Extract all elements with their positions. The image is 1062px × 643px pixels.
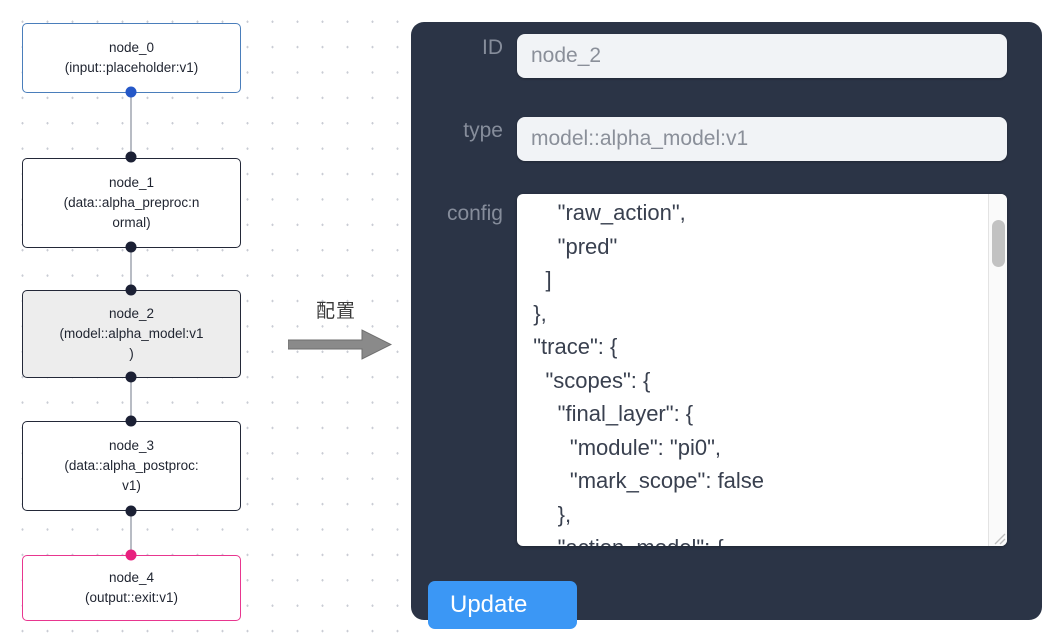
graph-node-label: node_0 (input::placeholder:v1) <box>64 40 199 75</box>
id-input[interactable] <box>517 34 1007 78</box>
edge-node0-node1 <box>130 92 132 158</box>
graph-node-node_3[interactable]: node_3 (data::alpha_postproc: v1) <box>22 421 241 511</box>
port-node_1-output[interactable] <box>125 241 137 253</box>
config-field-label: config <box>446 202 503 225</box>
transform-arrow-group: 配置 <box>288 296 398 360</box>
type-input[interactable] <box>517 117 1007 161</box>
graph-node-label: node_3 (data::alpha_postproc: v1) <box>64 438 199 493</box>
graph-node-node_2[interactable]: node_2 (model::alpha_model:v1 ) <box>22 290 241 378</box>
node-config-panel: ID type config Update <box>411 22 1042 629</box>
field-row-id: ID <box>421 34 1007 78</box>
config-scrollbar-thumb[interactable] <box>992 220 1005 267</box>
graph-node-node_1[interactable]: node_1 (data::alpha_preproc:n ormal) <box>22 158 241 248</box>
resize-grip-icon[interactable] <box>990 529 1006 545</box>
right-arrow-icon <box>288 329 392 360</box>
config-textarea[interactable] <box>517 194 989 546</box>
graph-node-node_4[interactable]: node_4 (output::exit:v1) <box>22 555 241 621</box>
type-field-label: type <box>463 119 503 142</box>
config-textarea-wrapper <box>517 194 1007 546</box>
port-node_1-input[interactable] <box>125 151 137 163</box>
id-field-label: ID <box>482 36 503 59</box>
port-node_4-input[interactable] <box>125 549 137 561</box>
field-row-config: config <box>421 194 1007 546</box>
edge-node3-node4 <box>130 511 132 555</box>
port-node_3-input[interactable] <box>125 415 137 427</box>
port-node_2-output[interactable] <box>125 371 137 383</box>
field-row-type: type <box>421 117 1007 161</box>
graph-node-label: node_1 (data::alpha_preproc:n ormal) <box>63 175 200 230</box>
arrow-caption: 配置 <box>315 300 356 322</box>
port-node_2-input[interactable] <box>125 284 137 296</box>
port-node_3-output[interactable] <box>125 505 137 517</box>
port-node_0-output[interactable] <box>125 86 137 98</box>
config-scrollbar[interactable] <box>988 194 1007 546</box>
edge-node2-node3 <box>130 377 132 421</box>
update-button[interactable]: Update <box>428 581 577 629</box>
edge-node1-node2 <box>130 247 132 291</box>
graph-node-node_0[interactable]: node_0 (input::placeholder:v1) <box>22 23 241 93</box>
graph-node-label: node_4 (output::exit:v1) <box>84 570 179 605</box>
graph-node-label: node_2 (model::alpha_model:v1 ) <box>59 306 204 361</box>
node-graph-canvas[interactable]: node_0 (input::placeholder:v1) node_1 (d… <box>0 0 411 643</box>
